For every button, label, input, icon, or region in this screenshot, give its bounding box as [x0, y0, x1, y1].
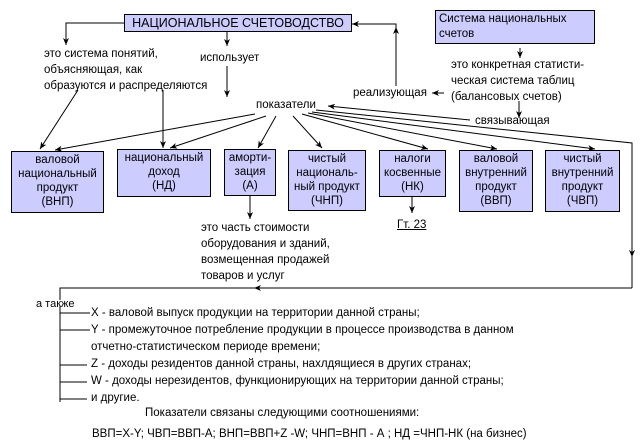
sns-definition: это конкретная статисти- ческая система …	[451, 59, 585, 103]
relations-heading: Показатели связаны следующими соотношени…	[145, 407, 420, 419]
arrow-definition-to-gnp	[39, 89, 79, 150]
definition-left: это система понятий, объясняющая, как об…	[44, 48, 208, 92]
also-item-w: W - доходы нерезидентов, функционирующих…	[91, 375, 504, 387]
arrow-indicators-to-gnp	[54, 113, 256, 152]
arrow-linking-to-indicators	[327, 103, 471, 121]
sns-box-line: Система национальных	[439, 13, 567, 25]
also-item-y-cont: отчетно-статистическом периоде времени;	[91, 341, 321, 353]
linking-label: связывающая	[475, 115, 550, 127]
arrow-indicators-to-gdp	[307, 112, 498, 151]
arrow-indicators-to-ni	[169, 115, 267, 149]
also-label: а также	[36, 298, 75, 310]
sns-box: Система национальных счетов	[435, 10, 595, 44]
also-item-other: и другие.	[91, 392, 140, 404]
also-item-y: Y - промежуточное потребление продукции …	[91, 324, 514, 336]
arrow-indicators-to-ndp	[311, 111, 596, 152]
also-item-x: X - валовой выпуск продукции на территор…	[91, 307, 420, 319]
uses-label: использует	[200, 52, 260, 64]
sns-box-line: счетов	[439, 28, 475, 40]
indicator-box-amortization: аморти-зация (А)	[224, 149, 276, 196]
indicators-label: показатели	[256, 99, 316, 111]
also-item-z: Z - доходы резидентов данной страны, нах…	[91, 358, 472, 370]
arrow-indicators-to-tax	[301, 113, 429, 151]
title-box: НАЦИОНАЛЬНОЕ СЧЕТОВОДСТВО	[124, 14, 352, 32]
relations-formula: ВВП=X-Y; ЧВП=ВВП-А; ВНП=ВВП+Z -W; ЧНП=ВН…	[92, 428, 527, 440]
arrow-indicators-to-also	[315, 109, 633, 288]
arrow-indicators-to-amort	[257, 115, 277, 149]
arrow-indicators-to-nnp	[292, 115, 323, 149]
tax-link[interactable]: Гт. 23	[397, 219, 427, 231]
arrow-title-to-definition	[63, 22, 124, 45]
arrow-top-to-title	[352, 21, 397, 27]
amortization-note: это часть стоимости оборудования и здани…	[201, 222, 330, 282]
implementing-label: реализующая	[353, 87, 427, 99]
